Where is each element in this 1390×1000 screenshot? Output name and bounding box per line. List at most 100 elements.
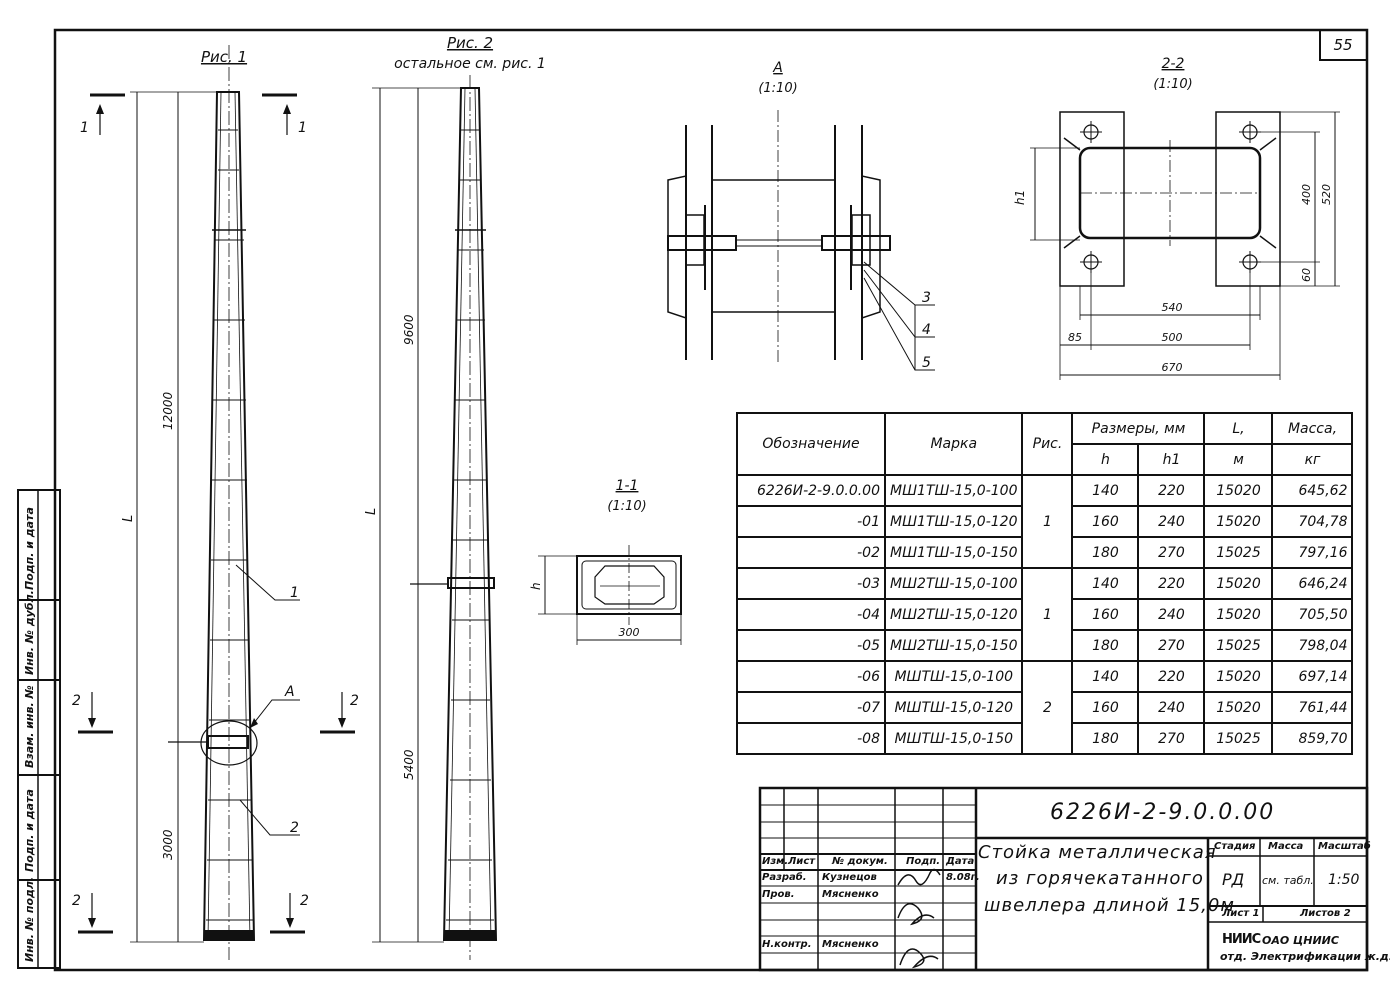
th-mark: Марка (883, 412, 1024, 476)
section22-dim-400: 400 (1300, 184, 1313, 205)
fig1-callout-A: A (284, 684, 295, 700)
col-date: Дата (946, 856, 975, 867)
cell-L: 15020 (1203, 474, 1274, 507)
table-row: -06 МШТШ-15,0-100 2 140 220 15020 697,14 (736, 660, 1354, 755)
viewA-title: А (772, 60, 783, 76)
signatures (897, 868, 941, 969)
scale-label: Масштаб (1318, 841, 1371, 852)
doc-name-line-2: из горячекатанного (996, 868, 1204, 889)
section22-dim-h1: h1 (1013, 190, 1027, 205)
cell-des: -02 (736, 536, 886, 569)
cell-des: -08 (736, 722, 886, 755)
cell-mark: МШ2ТШ-15,0-150 (883, 629, 1024, 662)
doc-name-line-3: швеллера длиной 15,0м (984, 895, 1235, 916)
section22-dim-60: 60 (1300, 268, 1313, 282)
side-stamp-5: Инв. № подл. (23, 877, 36, 962)
cell-mass: 797,16 (1271, 536, 1354, 569)
section22-dim-520: 520 (1320, 184, 1333, 205)
cell-mass: 704,78 (1271, 505, 1354, 538)
cell-L: 15025 (1203, 629, 1274, 662)
th-L-unit: м (1203, 443, 1274, 476)
sheets-value: Листов 2 (1300, 908, 1351, 919)
figure-1: Рис. 1 12000 3000 L 1 1 (72, 45, 359, 960)
side-stamp-3: Взам. инв. № (23, 685, 36, 768)
cell-h: 180 (1071, 722, 1140, 755)
cell-L: 15025 (1203, 536, 1274, 569)
cell-des: -04 (736, 598, 886, 631)
figure-2: Рис. 2 остальное см. рис. 1 9600 5400 L (364, 34, 546, 960)
org-line-1: ОАО ЦНИИС (1262, 934, 1339, 947)
th-sizes: Размеры, мм (1071, 412, 1206, 445)
cell-L: 15020 (1203, 691, 1274, 724)
page-number-box (1319, 29, 1368, 61)
table-row: -04 МШ2ТШ-15,0-120 160 240 15020 705,50 (736, 598, 1354, 631)
cell-L: 15020 (1203, 567, 1274, 600)
fig2-dim-L: L (364, 508, 379, 515)
cell-mark: МШТШ-15,0-150 (883, 722, 1024, 755)
fig1-section-2-left-bottom: 2 (72, 893, 81, 909)
cell-mass: 705,50 (1271, 598, 1354, 631)
cell-h1: 270 (1137, 722, 1206, 755)
sheet-frame (53, 28, 1369, 972)
cell-h: 160 (1071, 691, 1140, 724)
th-designation: Обозначение (736, 412, 886, 476)
side-stamp: Подп. и дата Инв. № дубл. Взам. инв. № П… (17, 489, 61, 969)
viewA-callout-5: 5 (922, 355, 931, 371)
cell-des: -03 (736, 567, 886, 600)
viewA-scale: (1:10) (758, 81, 797, 96)
org-line-2: отд. Электрификации ж.д. (1220, 950, 1390, 963)
cell-fig: 1 (1021, 474, 1074, 569)
section22-title: 2-2 (1162, 56, 1185, 72)
razrab-label: Разраб. (762, 872, 807, 883)
cell-L: 15025 (1203, 722, 1274, 755)
cell-h1: 270 (1137, 536, 1206, 569)
spec-table: Обозначение Марка Рис. Размеры, мм L, Ма… (736, 412, 1354, 755)
cell-h1: 220 (1137, 567, 1206, 600)
fig1-section-1-left: 1 (80, 120, 89, 136)
cell-des: -07 (736, 691, 886, 724)
cell-mark: МШ2ТШ-15,0-120 (883, 598, 1024, 631)
section22-scale: (1:10) (1153, 77, 1192, 92)
cell-h: 140 (1071, 660, 1140, 693)
th-h: h (1071, 443, 1140, 476)
cell-mark: МШ2ТШ-15,0-100 (883, 567, 1024, 600)
section-1-1: 1-1 (1:10) h 300 (529, 478, 682, 645)
cell-des: 6226И-2-9.0.0.00 (736, 474, 886, 507)
cell-h: 180 (1071, 629, 1140, 662)
cell-L: 15020 (1203, 660, 1274, 693)
cell-mark: МШТШ-15,0-100 (883, 660, 1024, 693)
section22-dim-85: 85 (1068, 331, 1082, 344)
cell-mass: 798,04 (1271, 629, 1354, 662)
viewA-callout-3: 3 (922, 290, 931, 306)
section22-dim-500: 500 (1162, 331, 1183, 344)
section22-dim-670: 670 (1162, 361, 1183, 374)
fig1-dim-12000: 12000 (161, 391, 175, 430)
cell-fig: 1 (1021, 567, 1074, 662)
cell-mark: МШ1ТШ-15,0-120 (883, 505, 1024, 538)
col-doc: № докум. (832, 856, 888, 867)
fig1-callout-1: 1 (290, 585, 299, 601)
doc-code: 6226И-2-9.0.0.00 (1050, 800, 1276, 825)
cell-h: 140 (1071, 567, 1140, 600)
cell-h: 140 (1071, 474, 1140, 507)
cell-h1: 240 (1137, 598, 1206, 631)
fig1-section-2-left-top: 2 (72, 693, 81, 709)
cell-des: -05 (736, 629, 886, 662)
cell-h1: 220 (1137, 660, 1206, 693)
side-stamp-2: Инв. № дубл. (23, 590, 36, 675)
th-mass-unit: кг (1271, 443, 1354, 476)
cell-h1: 270 (1137, 629, 1206, 662)
table-row: -08 МШТШ-15,0-150 180 270 15025 859,70 (736, 722, 1354, 755)
doc-name-line-1: Стойка металлическая (978, 842, 1217, 863)
fig1-section-2-right-bottom: 2 (300, 893, 309, 909)
table-row: -01 МШ1ТШ-15,0-120 160 240 15020 704,78 (736, 505, 1354, 538)
fig1-section-2-right-top: 2 (350, 693, 359, 709)
cell-fig: 2 (1021, 660, 1074, 755)
fig2-dim-5400: 5400 (402, 749, 416, 780)
cell-des: -01 (736, 505, 886, 538)
fig1-title: Рис. 1 (201, 48, 247, 66)
section22-dim-540: 540 (1162, 301, 1183, 314)
cell-h1: 220 (1137, 474, 1206, 507)
th-mass: Масса, (1271, 412, 1354, 445)
cell-h: 160 (1071, 598, 1140, 631)
